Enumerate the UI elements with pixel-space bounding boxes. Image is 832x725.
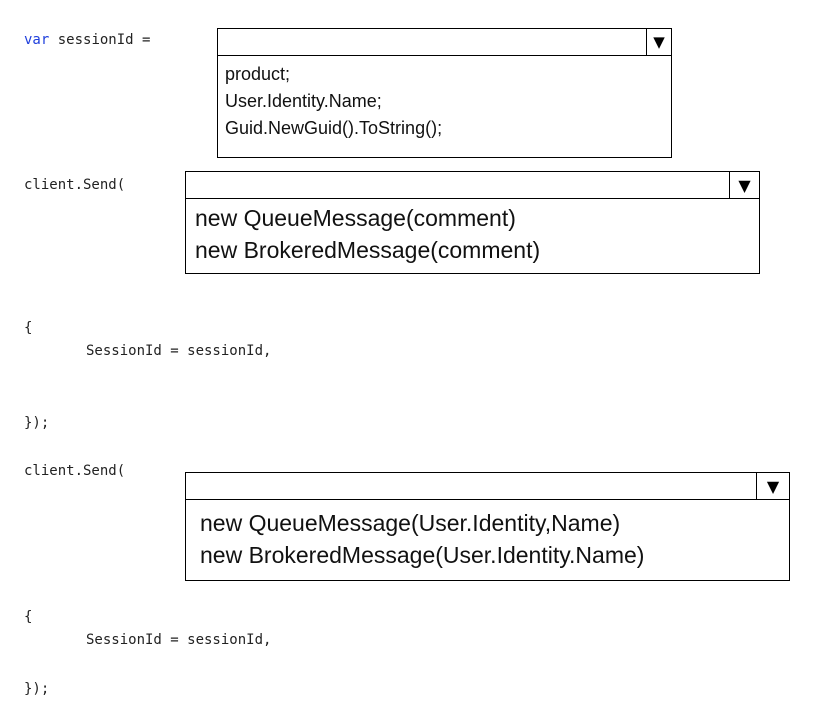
message-identity-select[interactable]: ▼: [185, 472, 790, 500]
session-id-assignment-2: SessionId = sessionId,: [86, 632, 272, 648]
var-keyword: var: [24, 32, 50, 48]
dropdown-option[interactable]: Guid.NewGuid().ToString();: [225, 118, 443, 138]
close-statement-2: });: [24, 681, 50, 697]
session-id-assignment-1: SessionId = sessionId,: [86, 343, 272, 359]
triangle-down-icon[interactable]: ▼: [646, 29, 671, 55]
dropdown-option[interactable]: new QueueMessage(comment): [195, 205, 516, 231]
session-id-select[interactable]: ▼: [217, 28, 672, 56]
session-id-declaration: var sessionId =: [24, 32, 150, 48]
message-comment-dropdown[interactable]: ▼ new QueueMessage(comment) new Brokered…: [185, 171, 760, 274]
dropdown-option[interactable]: new QueueMessage(User.Identity,Name): [200, 510, 621, 536]
client-send-call-2: client.Send(: [24, 463, 126, 479]
close-statement-1: });: [24, 415, 50, 431]
dropdown-option[interactable]: User.Identity.Name;: [225, 91, 382, 111]
session-id-options: product; User.Identity.Name; Guid.NewGui…: [217, 56, 672, 158]
message-comment-select[interactable]: ▼: [185, 171, 760, 199]
message-identity-options: new QueueMessage(User.Identity,Name) new…: [185, 500, 790, 581]
triangle-down-icon[interactable]: ▼: [729, 172, 759, 198]
dropdown-option[interactable]: new BrokeredMessage(User.Identity.Name): [200, 542, 645, 568]
message-comment-options: new QueueMessage(comment) new BrokeredMe…: [185, 199, 760, 274]
open-brace-2: {: [24, 609, 33, 625]
client-send-call-1: client.Send(: [24, 177, 126, 193]
open-brace-1: {: [24, 320, 33, 336]
message-identity-dropdown[interactable]: ▼ new QueueMessage(User.Identity,Name) n…: [185, 472, 790, 581]
session-id-dropdown[interactable]: ▼ product; User.Identity.Name; Guid.NewG…: [217, 28, 672, 158]
triangle-down-icon[interactable]: ▼: [756, 473, 789, 499]
dropdown-option[interactable]: new BrokeredMessage(comment): [195, 237, 541, 263]
session-id-statement: sessionId =: [49, 32, 151, 48]
dropdown-option[interactable]: product;: [225, 64, 291, 84]
